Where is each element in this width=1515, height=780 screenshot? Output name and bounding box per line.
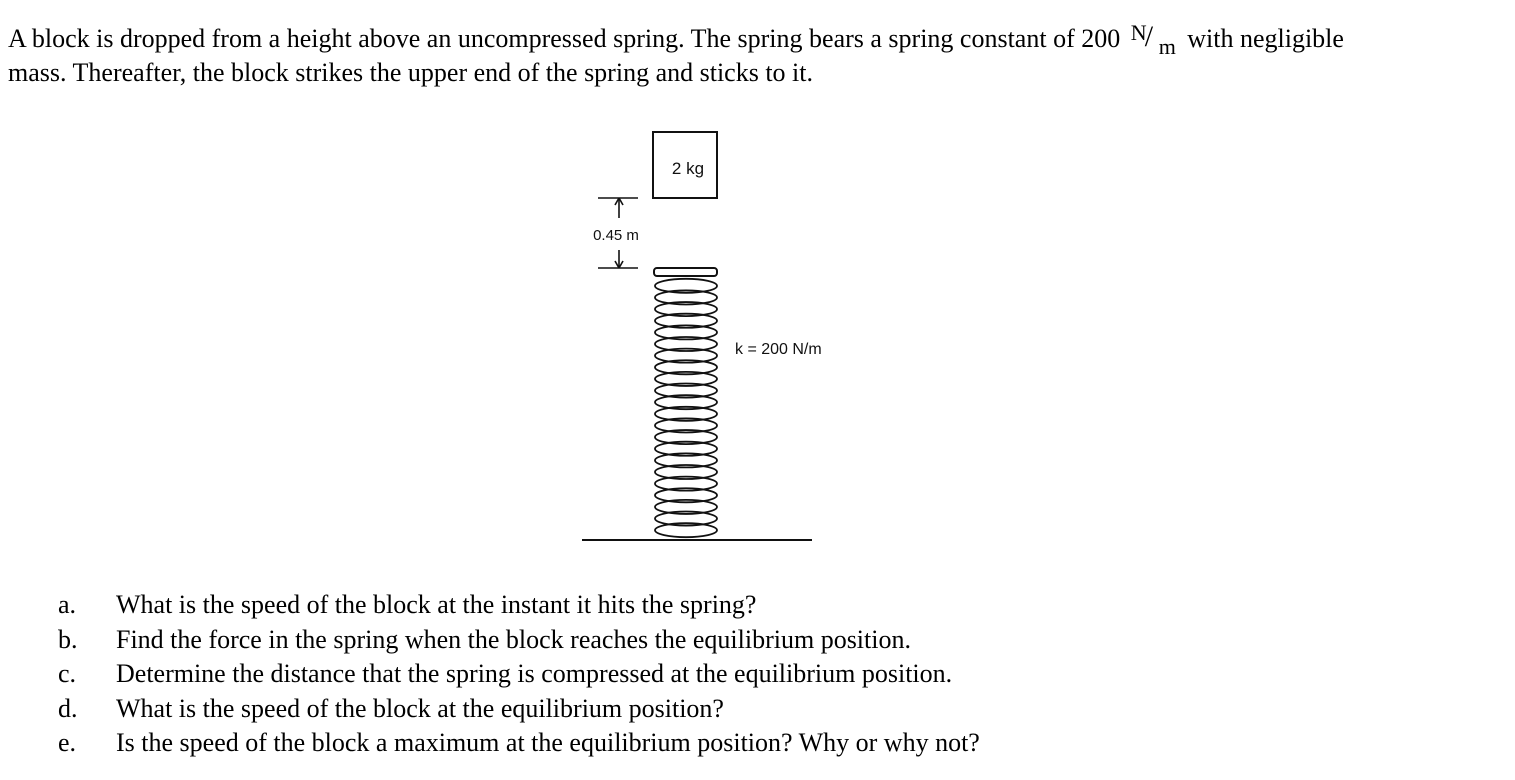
spring-top-plate [653, 267, 718, 277]
spring-constant-unit: N/m [1127, 22, 1181, 59]
block-mass-label: 2 kg [672, 159, 704, 178]
question-text: Determine the distance that the spring i… [116, 659, 953, 688]
spring-coil [654, 359, 718, 376]
spring-coil [654, 487, 718, 504]
unit-denominator: m [1158, 34, 1176, 59]
question-text: Is the speed of the block a maximum at t… [116, 728, 980, 757]
question-letter: c. [58, 659, 77, 688]
spring-coil [654, 522, 718, 539]
problem-statement-line2: mass. Thereafter, the block strikes the … [8, 58, 813, 87]
spring-coil [654, 289, 718, 306]
spring-coil [654, 417, 718, 434]
question-letter: b. [58, 624, 78, 654]
spring-coil [654, 312, 718, 329]
spring-coil [654, 336, 718, 352]
spring-coil [654, 277, 718, 294]
spring-coil [654, 405, 718, 422]
question-item: d. What is the speed of the block at the … [58, 692, 980, 727]
spring-coil [654, 510, 718, 527]
spring-coil [654, 394, 718, 411]
spring-constant-label: k = 200 N/m [735, 341, 822, 358]
question-item: e. Is the speed of the block a maximum at… [58, 726, 980, 761]
spring-coil [654, 370, 718, 387]
unit-numerator: N [1130, 22, 1147, 45]
question-text: What is the speed of the block at the in… [116, 590, 757, 619]
question-text: What is the speed of the block at the eq… [116, 693, 724, 723]
question-letter: e. [58, 728, 77, 757]
question-text: Find the force in the spring when the bl… [116, 624, 911, 654]
unit-slash: / [1144, 22, 1154, 53]
question-letter: d. [58, 693, 78, 723]
spring-coils [654, 277, 718, 539]
question-item: b. Find the force in the spring when the … [58, 623, 980, 658]
problem-statement: A block is dropped from a height above a… [8, 22, 1515, 90]
height-label: 0.45 m [593, 227, 639, 244]
block [652, 131, 718, 199]
spring-coil [654, 464, 718, 480]
question-letter: a. [58, 590, 77, 619]
problem-statement-part1: A block is dropped from a height above a… [8, 24, 1127, 53]
problem-statement-part2: with negligible [1180, 24, 1344, 53]
spring-coil [654, 440, 718, 457]
spring-coil [654, 301, 718, 318]
spring-coil [654, 475, 718, 492]
question-list: a. What is the speed of the block at the … [58, 588, 980, 761]
height-dimension [598, 197, 638, 269]
spring-coil [654, 347, 718, 364]
question-item: a. What is the speed of the block at the … [58, 588, 980, 623]
spring-coil [654, 498, 718, 515]
question-item: c. Determine the distance that the spring… [58, 657, 980, 692]
spring-coil [654, 324, 718, 341]
spring-coil [654, 429, 718, 446]
spring-coil [654, 382, 718, 399]
spring-coil [654, 452, 718, 469]
